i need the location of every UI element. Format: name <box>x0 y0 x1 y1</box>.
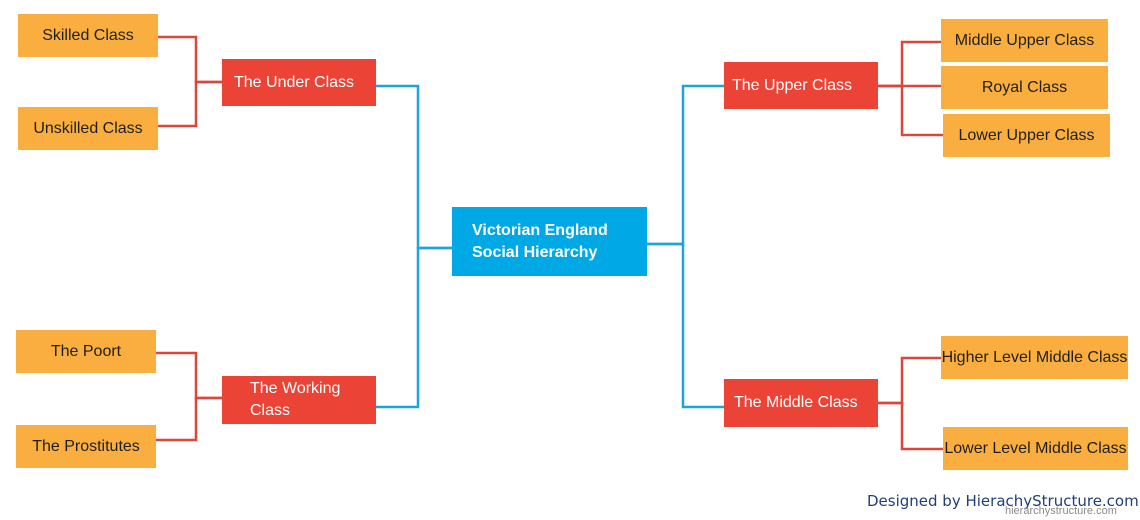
leaf-the-prostitutes: The Prostitutes <box>16 425 156 468</box>
root-title-line2: Social Hierarchy <box>472 243 598 261</box>
leaf-royal-class-label: Royal Class <box>981 78 1068 96</box>
leaf-lower-upper-class-label: Lower Upper Class <box>958 126 1095 144</box>
node-upper-class-label: The Upper Class <box>732 76 853 94</box>
node-middle-class-label: The Middle Class <box>734 394 858 411</box>
connector-root-upper-class <box>647 84 724 246</box>
leaf-middle-upper-class: Middle Upper Class <box>941 19 1108 62</box>
leaf-the-poort: The Poort <box>16 330 156 373</box>
leaf-lower-level-middle-class-label: Lower Level Middle Class <box>944 439 1127 457</box>
connector-under-skilled <box>158 35 222 84</box>
leaf-higher-level-middle-class: Higher Level Middle Class <box>941 336 1128 379</box>
root-node: Victorian England Social Hierarchy <box>452 207 647 276</box>
connector-middle-higher <box>878 356 941 405</box>
connector-under-unskilled <box>158 80 222 128</box>
designer-credit: Designed by HierachyStructure.com <box>867 492 1139 510</box>
leaf-lower-upper-class: Lower Upper Class <box>943 114 1110 157</box>
leaf-unskilled-class-label: Unskilled Class <box>33 119 143 137</box>
node-working-class-line2: Class <box>250 402 291 419</box>
node-under-class-label: The Under Class <box>234 73 355 91</box>
watermark-text: hierarchystructure.com <box>1005 505 1117 517</box>
node-under-class: The Under Class <box>222 59 376 106</box>
connector-root-under-class <box>376 84 452 250</box>
leaf-the-poort-label: The Poort <box>50 342 122 360</box>
leaf-skilled-class: Skilled Class <box>18 14 158 57</box>
leaf-higher-level-middle-class-label: Higher Level Middle Class <box>941 348 1128 366</box>
node-middle-class: The Middle Class <box>724 379 878 427</box>
leaf-the-prostitutes-label: The Prostitutes <box>32 437 140 455</box>
connector-root-working-class <box>376 246 452 409</box>
connector-upper-middle-upper <box>878 40 941 88</box>
connector-root-middle-class <box>647 242 724 409</box>
leaf-unskilled-class: Unskilled Class <box>18 107 158 150</box>
node-working-class: The Working Class <box>222 376 376 424</box>
leaf-lower-level-middle-class: Lower Level Middle Class <box>943 427 1128 470</box>
root-title-line1: Victorian England <box>472 221 608 239</box>
node-upper-class: The Upper Class <box>724 62 878 109</box>
leaf-middle-upper-class-label: Middle Upper Class <box>954 31 1095 49</box>
connector-working-poort <box>156 351 222 400</box>
node-working-class-line1: The Working <box>250 380 341 397</box>
leaf-skilled-class-label: Skilled Class <box>42 26 134 44</box>
leaf-royal-class: Royal Class <box>941 66 1108 109</box>
connector-upper-lower-upper <box>878 84 943 137</box>
connector-middle-lower <box>878 401 943 451</box>
connector-working-prostitutes <box>156 396 222 442</box>
